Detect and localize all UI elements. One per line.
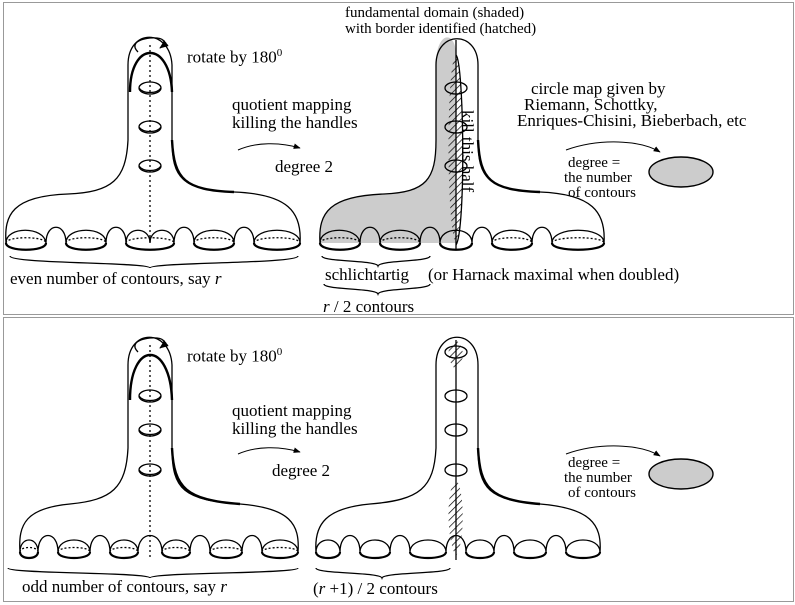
- disk-top: [649, 157, 713, 187]
- half-var-top: r: [323, 297, 330, 316]
- quotient-line1-top: quotient mapping: [232, 96, 351, 114]
- degree-eq-bottom-3: of contours: [568, 486, 636, 501]
- degree-2-top: degree 2: [275, 158, 333, 176]
- quotient-arrow-top: [238, 144, 300, 150]
- even-contours-label: even number of contours, say r: [10, 270, 222, 288]
- even-var: r: [215, 269, 222, 288]
- even-text: even number of contours, say: [10, 269, 215, 288]
- odd-text: odd number of contours, say: [22, 577, 220, 596]
- odd-var: r: [220, 577, 227, 596]
- circle-map-line3: Enriques-Chisini, Bieberbach, etc: [517, 112, 746, 130]
- degree-eq-top-1: degree =: [568, 156, 620, 171]
- surface-even-full: [6, 37, 300, 268]
- rotate-deg: 0: [277, 47, 283, 59]
- degree-arrow-top: [566, 142, 660, 152]
- degree-eq-top-3: of contours: [568, 186, 636, 201]
- quotient-line2-bottom: killing the handles: [232, 420, 358, 438]
- rotate-deg-b: 0: [277, 346, 283, 358]
- quotient-line1-bottom: quotient mapping: [232, 402, 351, 420]
- half-contours-top: r / 2 contours: [323, 298, 414, 316]
- odd-contours-label: odd number of contours, say r: [22, 578, 227, 596]
- harnack-label: (or Harnack maximal when doubled): [428, 266, 679, 284]
- quotient-arrow-bottom: [238, 448, 300, 454]
- rotate-text: rotate by 180: [187, 48, 277, 67]
- kill-this-half: kill this half: [458, 110, 476, 192]
- degree-eq-bottom-2: the number: [564, 471, 632, 486]
- surface-odd-quotient: [316, 337, 600, 578]
- half-contours-bottom: (r +1) / 2 contours: [313, 580, 438, 598]
- rotate-label-bottom: rotate by 1800: [187, 343, 282, 366]
- fundamental-line2: with border identified (hatched): [345, 22, 536, 37]
- quotient-line2-top: killing the handles: [232, 114, 358, 132]
- schlichtartig-label: schlichtartig: [325, 266, 409, 284]
- degree-eq-bottom-1: degree =: [568, 456, 620, 471]
- half-rest-b: +1) / 2 contours: [325, 579, 438, 598]
- fundamental-line1: fundamental domain (shaded): [345, 6, 524, 21]
- surface-odd-full: [8, 337, 298, 578]
- degree-2-bottom: degree 2: [272, 462, 330, 480]
- contour-feet: [6, 227, 300, 250]
- rotate-text-b: rotate by 180: [187, 347, 277, 366]
- degree-eq-top-2: the number: [564, 171, 632, 186]
- half-rest-top: / 2 contours: [330, 297, 415, 316]
- rotate-label-top: rotate by 1800: [187, 44, 282, 67]
- disk-bottom: [649, 459, 713, 489]
